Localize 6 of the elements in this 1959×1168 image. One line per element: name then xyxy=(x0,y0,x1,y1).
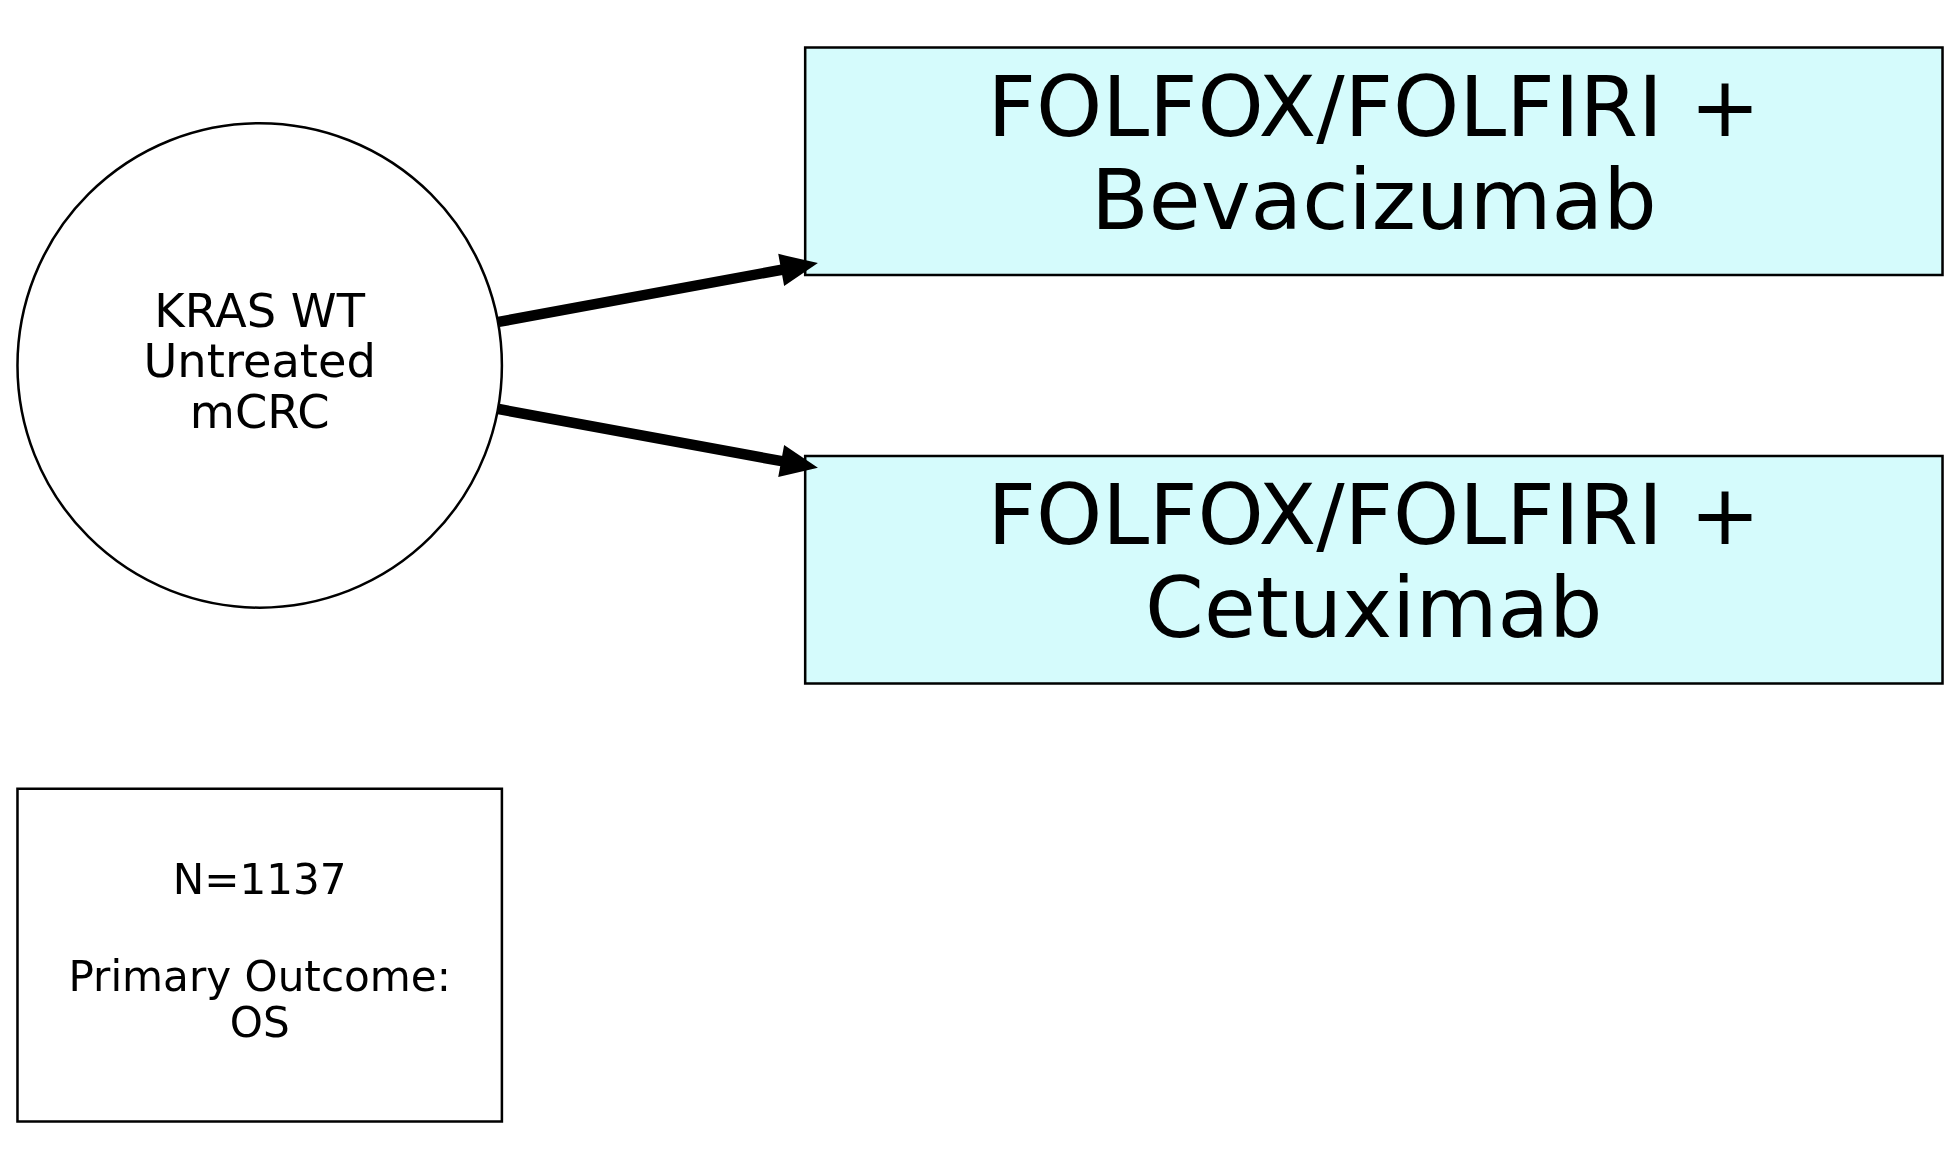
node-box: FOLFOX/FOLFIRI + Cetuximab xyxy=(803,454,1944,685)
arrow xyxy=(497,253,818,327)
node-box: FOLFOX/FOLFIRI + Bevacizumab xyxy=(803,45,1944,276)
arrow xyxy=(497,403,818,477)
node-circle: KRAS WT Untreated mCRC xyxy=(15,121,503,609)
node-box: N=1137 Primary Outcome: OS xyxy=(15,787,503,1123)
